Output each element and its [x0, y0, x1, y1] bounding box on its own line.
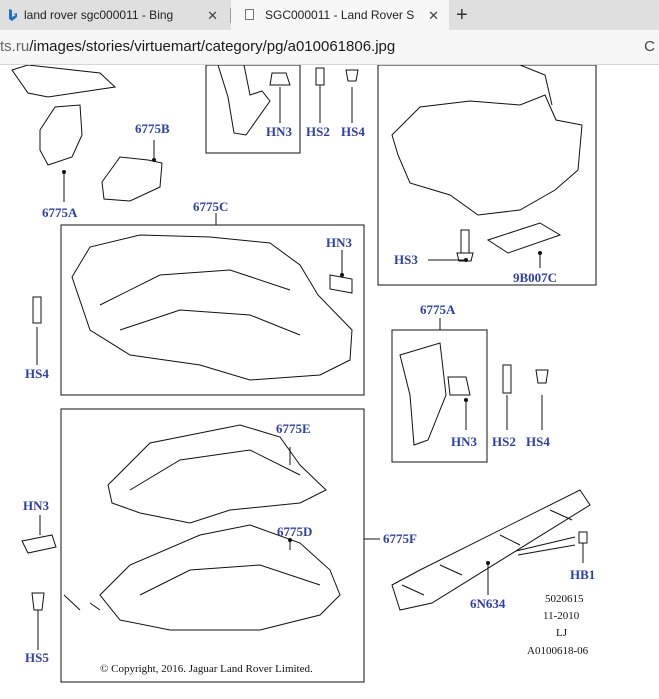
frame-top-right [377, 65, 597, 286]
label-hn3-right: HN3 [451, 434, 477, 449]
label-hs4-top: HS4 [341, 124, 365, 139]
tab-active[interactable]: SGC000011 - Land Rover Shield | ✕ [231, 0, 449, 30]
page-icon [245, 9, 254, 20]
drawing-ref: A0100618-06 [527, 645, 589, 657]
url-domain: ts.ru [0, 38, 30, 55]
label-hb1: HB1 [570, 567, 596, 582]
bracket-6775b [101, 156, 163, 202]
drawing-date: 11-2010 [543, 610, 580, 622]
url-text[interactable]: ts.ru/images/stories/virtuemart/category… [0, 38, 395, 55]
frame-hn3-top [205, 65, 301, 154]
label-6775a-top: 6775A [42, 205, 78, 220]
rail-6n634 [391, 489, 591, 611]
tab-bing[interactable]: land rover sgc000011 - Bing ✕ [0, 0, 228, 30]
label-hn3-top: HN3 [266, 124, 292, 139]
label-9b007c: 9B007C [513, 270, 558, 285]
parts-diagram: 6775A 6775B 6775C HN3 HS2 HS4 HN3 HS4 HS… [0, 65, 659, 699]
tab-title: SGC000011 - Land Rover Shield | [265, 8, 415, 22]
address-bar[interactable]: ts.ru/images/stories/virtuemart/category… [0, 30, 659, 65]
label-hn3-left: HN3 [23, 498, 49, 513]
label-hn3-c: HN3 [326, 235, 352, 250]
shield-6775e [107, 424, 327, 524]
shield-6775d [99, 524, 341, 631]
bracket-6775a-small [39, 104, 83, 166]
tab-title: land rover sgc000011 - Bing [24, 8, 174, 22]
label-hs5: HS5 [25, 650, 49, 665]
bing-icon [8, 9, 18, 21]
bracket-top [217, 65, 271, 136]
label-hs2-top: HS2 [306, 124, 330, 139]
plate-9b007c [486, 222, 562, 254]
label-6775b: 6775B [135, 121, 170, 136]
label-hs4-right: HS4 [526, 434, 550, 449]
tab-separator [230, 8, 231, 23]
frame-6775f [60, 408, 365, 683]
label-6775e: 6775E [276, 421, 311, 436]
label-6775c: 6775C [193, 199, 229, 214]
copyright-text: © Copyright, 2016. Jaguar Land Rover Lim… [100, 663, 313, 675]
label-hs4-left: HS4 [25, 366, 49, 381]
close-icon[interactable]: ✕ [207, 8, 218, 23]
label-6775f: 6775F [383, 531, 417, 546]
label-6n634: 6N634 [470, 596, 506, 611]
diagram-drawing [11, 65, 597, 683]
panel-top-left [11, 65, 117, 98]
close-icon[interactable]: ✕ [428, 8, 439, 23]
label-6775a-right: 6775A [420, 302, 456, 317]
drawing-initials: LJ [556, 627, 567, 639]
url-path: /images/stories/virtuemart/category/pg/a… [29, 38, 396, 55]
bracket-6775a-right [399, 342, 447, 446]
frame-6775c [60, 224, 365, 396]
label-hs3: HS3 [394, 252, 418, 267]
shield-6775c [71, 234, 353, 381]
tab-bar: land rover sgc000011 - Bing ✕ SGC000011 … [0, 0, 659, 30]
drawing-code: 5020615 [545, 593, 584, 605]
new-tab-icon[interactable]: + [456, 4, 468, 26]
label-6775d: 6775D [277, 524, 313, 539]
text-cursor-icon: C [644, 38, 655, 55]
cradle-top-right [391, 94, 583, 216]
label-hs2-right: HS2 [492, 434, 516, 449]
